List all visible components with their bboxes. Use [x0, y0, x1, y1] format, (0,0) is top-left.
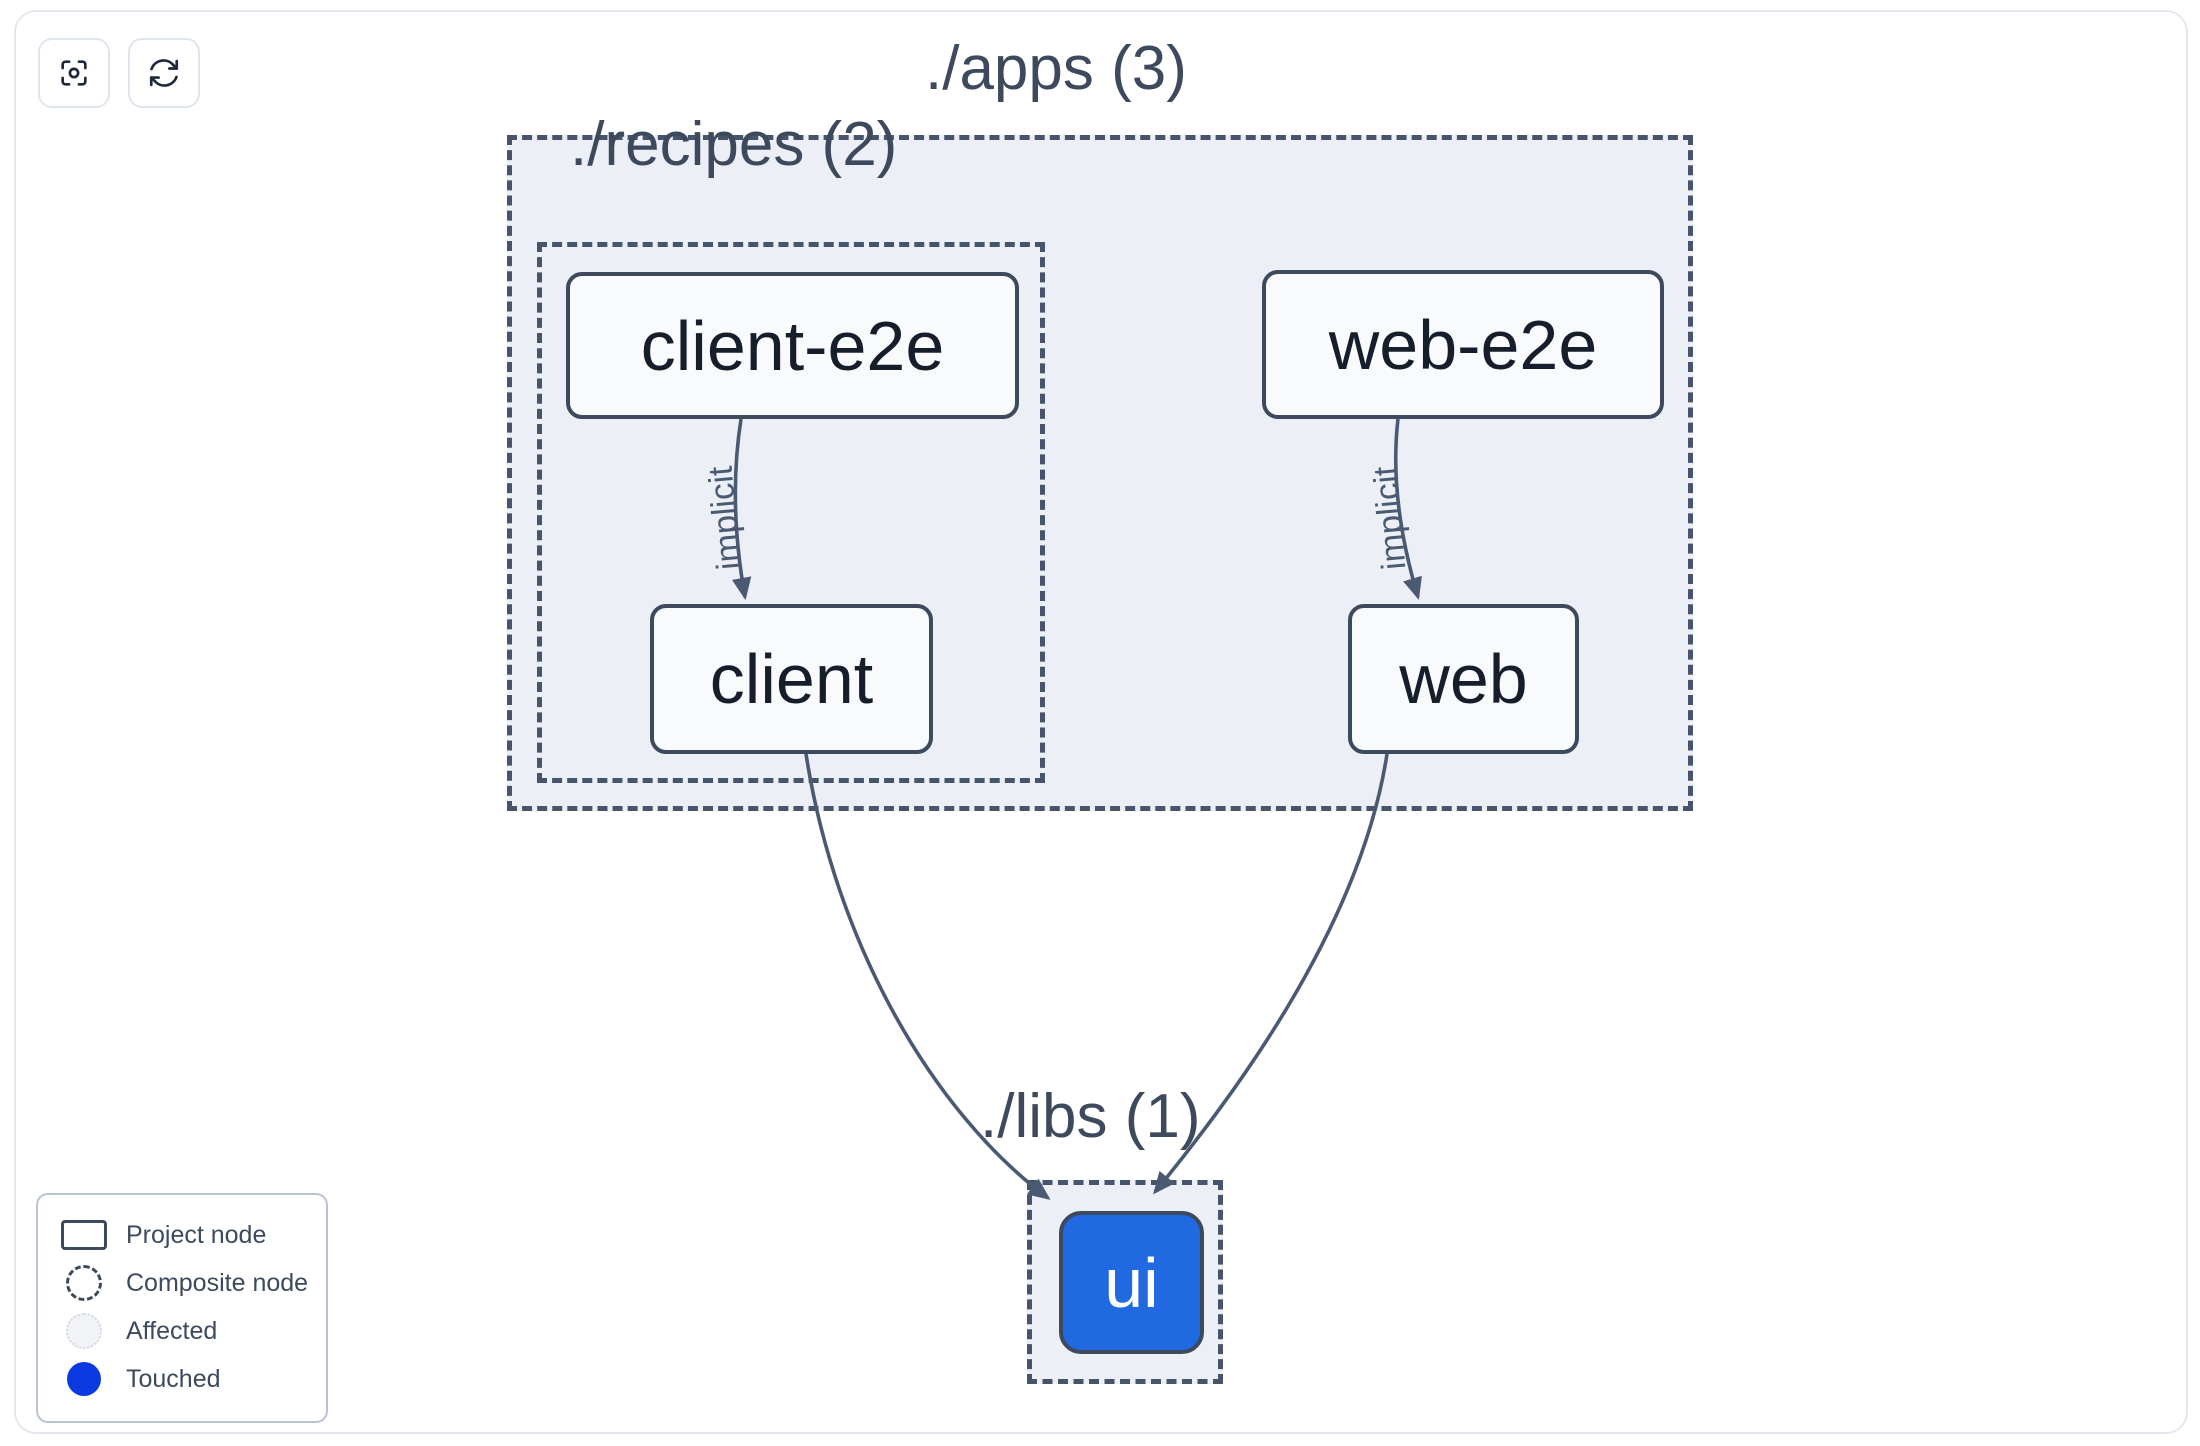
legend-item-touched: Touched: [56, 1355, 308, 1403]
legend-item-affected: Affected: [56, 1307, 308, 1355]
node-web-e2e[interactable]: web-e2e: [1262, 270, 1664, 419]
legend-label-composite-node: Composite node: [126, 1268, 309, 1297]
refresh-button[interactable]: [128, 38, 200, 108]
legend-label-project-node: Project node: [126, 1220, 267, 1249]
node-client[interactable]: client: [650, 604, 933, 754]
edge-label-web-e2e-to-web: implicit: [1366, 464, 1414, 572]
graph-toolbar: [38, 38, 200, 108]
project-node-swatch-icon: [56, 1220, 112, 1250]
edge-label-client-e2e-to-client: implicit: [701, 464, 749, 572]
touched-swatch-icon: [56, 1362, 112, 1396]
legend-label-touched: Touched: [126, 1364, 221, 1393]
group-label-libs: ./libs (1): [980, 1082, 1201, 1151]
node-ui[interactable]: ui: [1059, 1211, 1204, 1354]
refresh-icon: [147, 56, 181, 90]
focus-target-icon: [57, 56, 91, 90]
legend-item-composite-node: Composite node: [56, 1259, 308, 1307]
legend-label-affected: Affected: [126, 1316, 218, 1345]
legend-item-project-node: Project node: [56, 1211, 308, 1259]
affected-swatch-icon: [56, 1313, 112, 1349]
focus-target-button[interactable]: [38, 38, 110, 108]
graph-legend: Project node Composite node Affected Tou…: [36, 1193, 328, 1423]
node-web[interactable]: web: [1348, 604, 1579, 754]
group-label-apps: ./apps (3): [925, 34, 1187, 103]
composite-node-swatch-icon: [56, 1265, 112, 1301]
node-client-e2e[interactable]: client-e2e: [566, 272, 1019, 419]
group-label-recipes: ./recipes (2): [570, 110, 898, 179]
